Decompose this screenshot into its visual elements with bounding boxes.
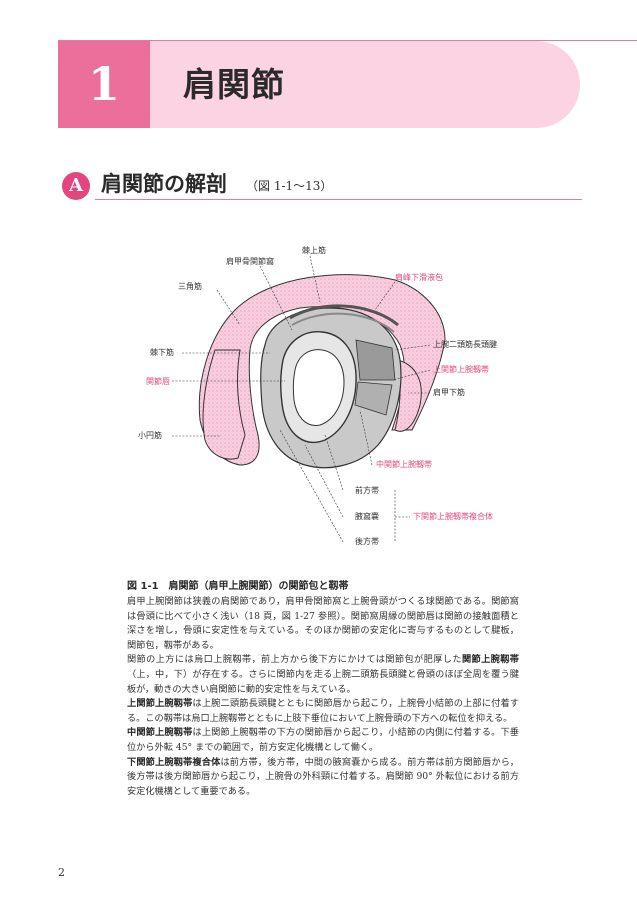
shoulder-joint-figure: 棘上筋 肩甲骨関節窩 肩峰下滑液包 三角筋 上腕二頭筋長頭腱 棘下筋 上関節上腕… <box>0 230 637 560</box>
paragraph-4: 中関節上腕靱帯は上関節上腕靱帯の下方の関節唇から起こり，小結節の内側に付着する。… <box>127 726 519 755</box>
label-axillary-pouch: 腋窩嚢 <box>355 512 379 521</box>
section-figure-reference: （図 1-1～13） <box>246 179 333 193</box>
label-supraspinatus: 棘上筋 <box>302 246 326 255</box>
label-glenoid-fossa: 肩甲骨関節窩 <box>226 257 274 266</box>
paragraph-2-term: 関節上腕靱帯 <box>461 654 519 666</box>
label-middle-glenohumeral-ligament: 中関節上腕靱帯 <box>376 460 432 469</box>
deltoid-muscle <box>202 349 246 460</box>
middle-glenohumeral-ligament <box>354 381 393 416</box>
section-letter-badge: A <box>62 172 90 200</box>
paragraph-4-term: 中関節上腕靱帯 <box>127 727 193 739</box>
section-title: 肩関節の解剖 <box>101 172 227 196</box>
page-number: 2 <box>58 866 65 879</box>
label-labrum: 関節唇 <box>146 377 170 386</box>
paragraph-3: 上関節上腕靱帯は上腕二頭筋長頭腱とともに関節唇から起こり，上腕骨小結節の上部に付… <box>127 697 519 726</box>
label-subscapularis: 肩甲下筋 <box>433 388 465 397</box>
label-biceps-long-head: 上腕二頭筋長頭腱 <box>433 340 497 349</box>
label-inferior-glenohumeral-ligament-complex: 下関節上腕靱帯複合体 <box>413 512 493 521</box>
figure-caption: 図 1-1 肩関節（肩甲上腕関節）の関節包と靱帯 <box>127 581 349 592</box>
paragraph-4-text: は上関節上腕靱帯の下方の関節唇から起こり，小結節の内側に付着する。下垂位から外転… <box>127 727 519 753</box>
glenoid-articular-surface <box>292 349 345 426</box>
body-text: 肩甲上腕関節は狭義の肩関節であり，肩甲骨関節窩と上腕骨頭がつくる球関節である。関… <box>127 595 519 799</box>
paragraph-5: 下関節上腕靱帯複合体は前方帯，後方帯，中間の腋窩嚢から成る。前方帯は前方関節唇か… <box>127 756 519 800</box>
label-teres-minor: 小円筋 <box>138 431 162 440</box>
paragraph-2: 関節の上方には烏口上腕靱帯，前上方から後下方にかけては関節包が肥厚した関節上腕靱… <box>127 653 519 697</box>
supraspinatus-tendon <box>289 304 399 327</box>
chapter-number: 1 <box>58 41 150 128</box>
label-deltoid: 三角筋 <box>178 282 202 291</box>
section-underline <box>95 199 582 200</box>
label-subacromial-bursa: 肩峰下滑液包 <box>395 273 443 282</box>
label-anterior-band: 前方帯 <box>355 486 379 495</box>
label-superior-glenohumeral-ligament: 上関節上腕靱帯 <box>433 365 489 374</box>
paragraph-3-text: は上腕二頭筋長頭腱とともに関節唇から起こり，上腕骨小結節の上部に付着する。この靱… <box>127 698 519 724</box>
shoulder-joint-illustration <box>172 255 446 543</box>
paragraph-5-text: は前方帯，後方帯，中間の腋窩嚢から成る。前方帯は前方関節唇から，後方帯は後方関節… <box>127 756 519 797</box>
paragraph-5-term: 下関節上腕靱帯複合体 <box>127 756 221 768</box>
biceps-long-head-tendon <box>355 339 396 381</box>
paragraph-2-text-b: （上，中，下）が存在する。さらに関節内を走る上腕二頭筋長頭腱と骨頭のほぼ全周を覆… <box>127 668 519 695</box>
chapter-banner: 1 肩関節 <box>58 40 637 129</box>
coracohumeral-band <box>291 312 395 333</box>
chapter-title: 肩関節 <box>183 65 285 104</box>
label-posterior-band: 後方帯 <box>355 537 379 546</box>
paragraph-2-text-a: 関節の上方には烏口上腕靱帯，前上方から後下方にかけては関節包が肥厚した <box>127 654 462 666</box>
paragraph-1: 肩甲上腕関節は狭義の肩関節であり，肩甲骨関節窩と上腕骨頭がつくる球関節である。関… <box>127 596 519 651</box>
paragraph-3-term: 上関節上腕靱帯 <box>127 698 193 710</box>
leader-lines <box>172 255 431 543</box>
label-infraspinatus: 棘下筋 <box>150 348 174 357</box>
